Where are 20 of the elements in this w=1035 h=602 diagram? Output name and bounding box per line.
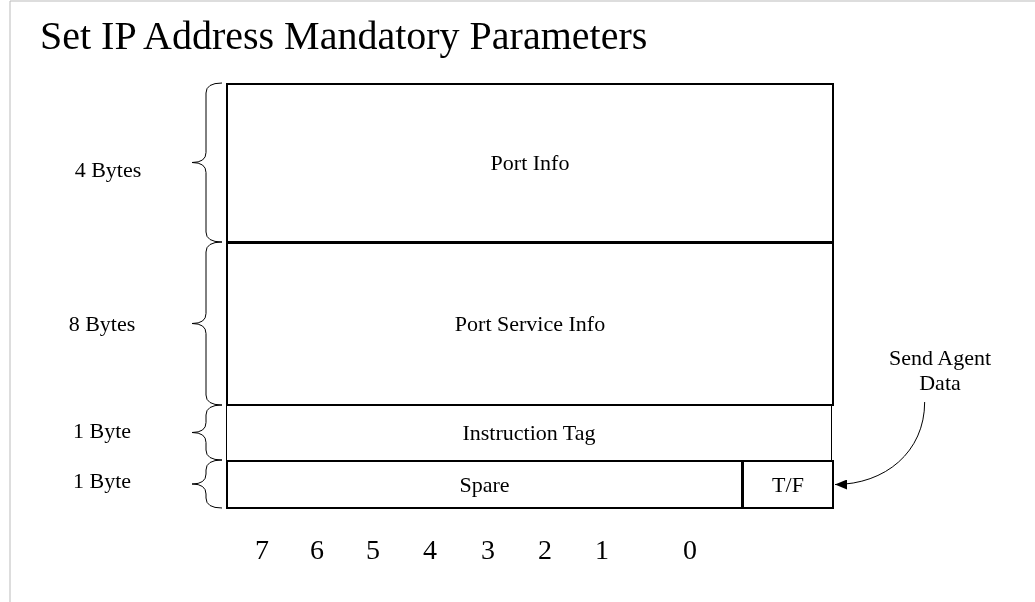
size-label: 1 Byte (72, 418, 132, 444)
size-label: 1 Byte (72, 468, 132, 494)
size-label: 8 Bytes (68, 311, 136, 337)
callout-text: Send Agent Data (870, 340, 1010, 400)
bit-number: 4 (423, 534, 437, 566)
bit-number: 5 (366, 534, 380, 566)
bit-number: 7 (255, 534, 269, 566)
arrow (834, 401, 926, 489)
field-cell: Instruction Tag (226, 405, 832, 461)
bit-number: 0 (683, 534, 697, 566)
bit-number: 1 (595, 534, 609, 566)
bit-number: 2 (538, 534, 552, 566)
bit-number: 6 (310, 534, 324, 566)
field-cell: Port Service Info (226, 242, 834, 406)
field-cell: Spare (226, 460, 743, 509)
field-cell: T/F (742, 460, 834, 509)
bit-number: 3 (481, 534, 495, 566)
field-cell: Port Info (226, 83, 834, 243)
title: Set IP Address Mandatory Parameters (40, 12, 648, 59)
size-label: 4 Bytes (74, 157, 142, 183)
